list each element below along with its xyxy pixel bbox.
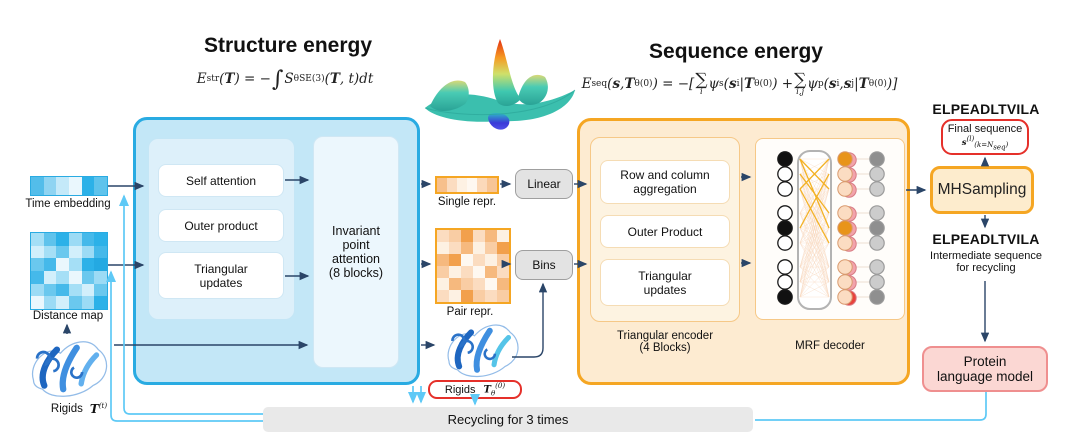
- rigids-output-box: Rigids Tθ(0): [428, 380, 522, 399]
- single-repr-label: Single repr.: [437, 196, 497, 208]
- recycling-bar: Recycling for 3 times: [263, 407, 753, 432]
- invariant-point-attention-block: Invariant point attention (8 blocks): [313, 136, 399, 368]
- self-attention-block: Self attention: [158, 164, 284, 197]
- mhsampling-block: MHSampling: [930, 166, 1034, 214]
- pair-repr-grid: [435, 228, 511, 304]
- triangular-updates-block-2: Triangular updates: [600, 259, 730, 306]
- protein-language-model-block: Protein language model: [922, 346, 1048, 392]
- final-sequence-label: Final sequence: [947, 122, 1023, 135]
- bins-block: Bins: [515, 250, 573, 280]
- mrf-decoder-box: [755, 138, 905, 320]
- energy-surface-image: [415, 30, 585, 140]
- rigids-input-label: Rigids T(t): [24, 402, 134, 416]
- structure-energy-title: Structure energy: [203, 34, 373, 57]
- pair-repr-label: Pair repr.: [446, 306, 494, 318]
- protein-structure-output-icon: [437, 312, 529, 380]
- time-embedding-label: Time embedding: [25, 198, 111, 210]
- single-repr-grid: [435, 176, 499, 194]
- intermediate-sequence-text: ELPEADLTVILA: [932, 231, 1040, 247]
- final-sequence-math: s(l)(k=Nseq): [961, 134, 1009, 152]
- distance-map-label: Distance map: [32, 310, 104, 322]
- distance-map-grid: [30, 232, 108, 310]
- sequence-energy-title: Sequence energy: [649, 40, 823, 63]
- rigids-output-text: Rigids: [444, 383, 476, 396]
- triangular-encoder-caption: Triangular encoder (4 Blocks): [616, 330, 714, 354]
- outer-product-block-2: Outer Product: [600, 215, 730, 248]
- outer-product-block: Outer product: [158, 209, 284, 242]
- final-sequence-box: Final sequence s(l)(k=Nseq): [941, 119, 1029, 155]
- mrf-decoder-caption: MRF decoder: [795, 340, 865, 352]
- intermediate-sequence-caption: Intermediate sequence for recycling: [930, 250, 1042, 274]
- rigids-input-text: Rigids: [50, 403, 83, 415]
- linear-block: Linear: [515, 169, 573, 199]
- triangular-updates-block: Triangular updates: [158, 252, 284, 299]
- rigids-output-math: Tθ(0): [483, 381, 506, 398]
- rigids-input-math: T(t): [89, 402, 108, 416]
- time-embedding-grid: [30, 176, 108, 196]
- mrf-network: [777, 150, 885, 310]
- final-sequence-text: ELPEADLTVILA: [932, 101, 1040, 117]
- row-column-aggregation-block: Row and column aggregation: [600, 160, 730, 204]
- protein-structure-input-icon: [22, 328, 117, 400]
